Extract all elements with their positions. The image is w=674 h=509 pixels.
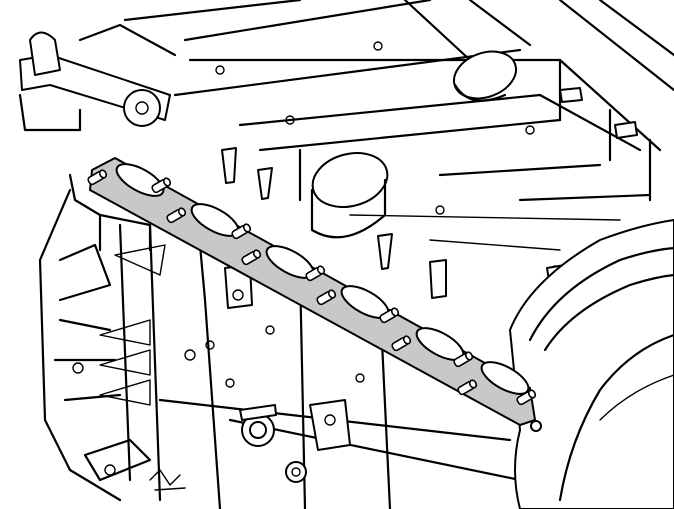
block-bolts (72, 325, 365, 476)
engine-block (38, 173, 522, 509)
manifold-stud (316, 289, 337, 306)
manifold-stud (241, 249, 262, 266)
manifold-studs (87, 169, 537, 406)
mounting-bracket (224, 264, 351, 451)
gasket-end-bolt (530, 420, 542, 432)
manifold-stud (516, 389, 537, 406)
oil-filler-cap-rear (453, 50, 517, 102)
exhaust-ports (115, 163, 530, 395)
manifold-stud (231, 223, 252, 240)
manifold-stud (305, 265, 326, 282)
exhaust-port (480, 361, 530, 395)
manifold-stud (391, 335, 412, 352)
block-text-marks (149, 469, 186, 491)
manifold-stud (457, 379, 478, 396)
coolant-fitting (239, 404, 277, 447)
oil-filler-cap-front (310, 152, 389, 239)
timing-cover (509, 219, 674, 509)
manifold-stud (151, 177, 172, 194)
manifold-stud (453, 351, 474, 368)
lifting-bracket (18, 23, 177, 132)
manifold-stud (379, 307, 400, 324)
manifold-stud (87, 169, 108, 186)
spark-plug-bosses (221, 147, 447, 299)
manifold-stud (166, 207, 187, 224)
block-ribs (99, 244, 166, 406)
drain-plug (285, 461, 307, 483)
valve-cover (123, 0, 674, 251)
